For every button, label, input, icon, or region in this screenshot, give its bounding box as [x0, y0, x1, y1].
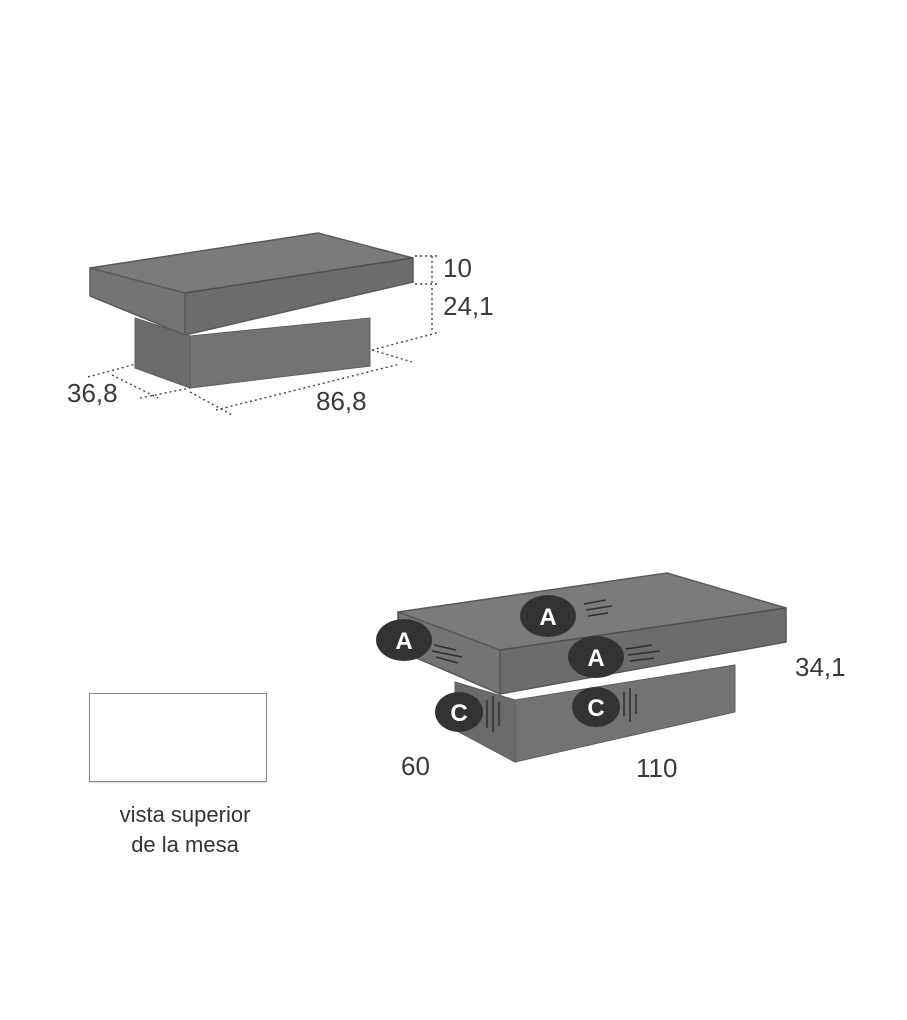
caption-line-2: de la mesa	[131, 832, 239, 857]
dim-base-height: 24,1	[443, 291, 494, 321]
dim-top-thickness: 10	[443, 253, 472, 283]
closed-table-dimension-lines	[87, 255, 441, 416]
closed-table: 10 24,1 36,8 86,8	[67, 232, 494, 416]
dim-width-closed: 86,8	[316, 386, 367, 416]
marker-a-left: A	[376, 619, 432, 661]
marker-c-right: C	[572, 687, 620, 727]
marker-c-left: C	[435, 692, 483, 732]
dim-depth-closed: 36,8	[67, 378, 118, 408]
dim-depth-open: 60	[401, 751, 430, 781]
dim-width-open: 110	[636, 753, 677, 783]
marker-a-top: A	[520, 595, 576, 637]
top-view-caption: vista superior de la mesa	[60, 800, 310, 860]
top-view-outline	[89, 693, 267, 782]
svg-text:A: A	[395, 628, 412, 655]
closed-table-top-side	[89, 267, 186, 337]
closed-table-base-front	[189, 317, 371, 389]
svg-text:A: A	[539, 604, 556, 631]
motion-lines	[431, 599, 661, 732]
caption-line-1: vista superior	[119, 802, 251, 827]
marker-a-front: A	[568, 636, 624, 678]
svg-text:C: C	[450, 700, 467, 727]
svg-text:A: A	[587, 645, 604, 672]
svg-text:C: C	[587, 695, 604, 722]
open-table: A A A C C 34,1 60 110	[376, 572, 846, 783]
dim-height-open: 34,1	[795, 652, 846, 682]
